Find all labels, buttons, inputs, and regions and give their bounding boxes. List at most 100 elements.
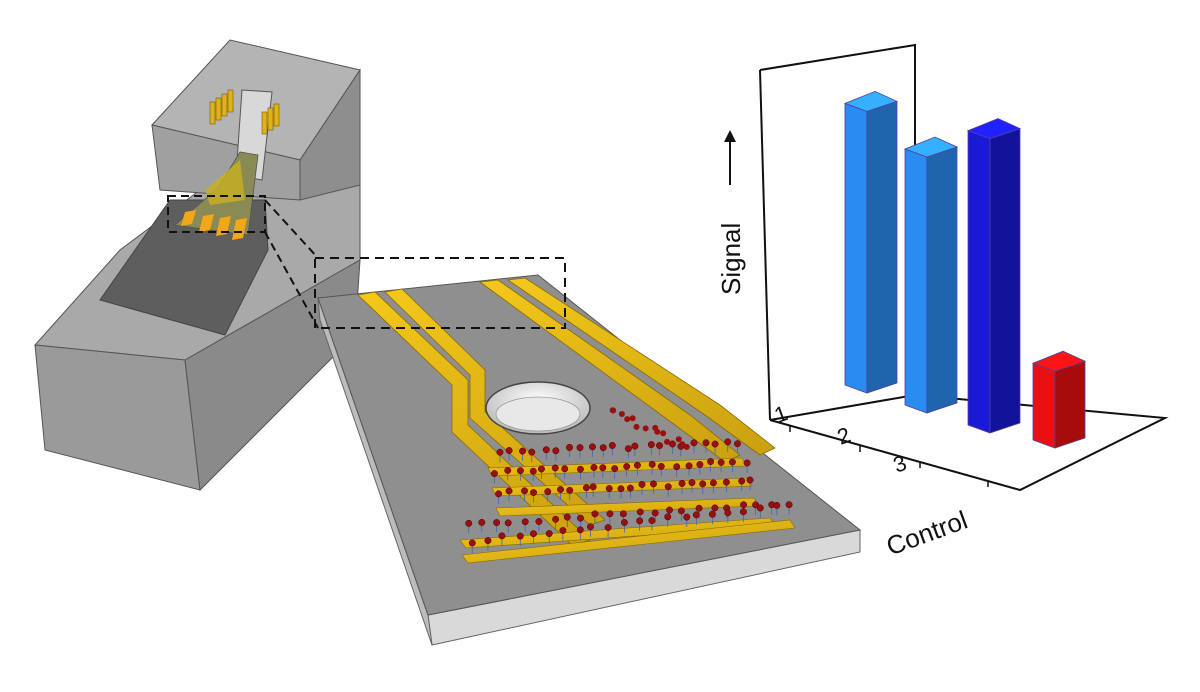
molecule — [636, 517, 644, 531]
bar-front-face — [1032, 362, 1056, 449]
molecule — [664, 513, 672, 527]
zoom-box-small — [167, 195, 266, 233]
molecule — [683, 443, 690, 450]
molecule — [519, 447, 526, 462]
molecule — [707, 458, 715, 472]
molecule — [660, 430, 667, 437]
molecule — [650, 480, 657, 494]
molecule — [529, 467, 537, 482]
bar-side-face — [989, 128, 1021, 434]
molecule — [626, 484, 634, 499]
molecule — [624, 445, 632, 459]
bar-front-face — [967, 130, 991, 434]
bar-front-face — [904, 148, 928, 414]
molecule — [717, 458, 725, 473]
molecule — [629, 415, 636, 422]
molecule — [521, 487, 528, 501]
molecule — [604, 524, 612, 538]
molecule — [542, 446, 550, 460]
sensor-chip — [314, 257, 862, 646]
molecule — [566, 443, 573, 458]
category-label-2: 2 — [834, 422, 854, 450]
molecule — [696, 461, 704, 475]
molecule — [738, 477, 746, 492]
molecule — [493, 519, 501, 533]
molecule — [590, 464, 598, 478]
bar-side-face — [866, 100, 898, 394]
molecule — [743, 459, 751, 473]
molecule — [599, 464, 607, 478]
housing-upper-side — [299, 68, 361, 201]
bar-top-face — [903, 136, 959, 158]
category-label-3: 3 — [890, 450, 910, 478]
molecule — [678, 479, 686, 494]
zoom-box-large — [314, 257, 566, 329]
molecule — [711, 440, 719, 455]
molecule — [468, 539, 476, 553]
bar-1 — [843, 90, 899, 394]
category-label-control: Control — [882, 505, 971, 562]
molecule — [490, 470, 498, 484]
molecule — [605, 485, 613, 499]
bar-2 — [903, 136, 959, 414]
bar-top-face — [1031, 350, 1087, 372]
molecule — [498, 532, 506, 546]
molecule — [561, 465, 569, 479]
bar-side-face — [926, 146, 958, 414]
chart-bars — [843, 90, 1087, 449]
molecule — [576, 465, 584, 480]
molecule — [699, 480, 707, 494]
zoom-connector-lines — [264, 199, 319, 329]
molecule — [648, 460, 656, 475]
bar-top-face — [843, 90, 899, 112]
molecule — [516, 467, 524, 481]
molecule — [768, 501, 776, 515]
molecule — [673, 463, 681, 477]
molecule — [647, 441, 655, 455]
molecule — [620, 519, 628, 533]
molecule — [675, 436, 682, 443]
molecule — [496, 448, 504, 463]
molecule — [611, 465, 619, 479]
molecule — [589, 443, 596, 457]
molecule — [530, 530, 537, 544]
molecule — [545, 530, 553, 544]
molecule — [617, 485, 625, 499]
molecule — [654, 428, 661, 435]
molecule — [708, 510, 716, 525]
molecule — [677, 507, 685, 521]
molecule — [618, 411, 625, 418]
molecule — [633, 461, 641, 476]
molecule — [623, 463, 631, 477]
molecule — [728, 458, 736, 473]
y-axis-arrow-icon — [724, 130, 736, 185]
chart-y-axis — [759, 69, 771, 421]
molecule — [563, 513, 571, 528]
molecule — [685, 462, 693, 476]
molecule — [664, 438, 671, 445]
molecule — [785, 501, 793, 515]
molecule — [608, 441, 616, 456]
molecule — [638, 480, 646, 495]
bar-3 — [966, 118, 1022, 434]
molecule — [651, 509, 659, 524]
molecule — [552, 515, 560, 530]
molecule — [505, 487, 513, 501]
bar-front-face — [844, 102, 868, 394]
molecule — [722, 478, 730, 493]
molecule — [702, 439, 710, 453]
molecule — [773, 501, 781, 516]
molecule — [679, 441, 686, 448]
molecule — [746, 476, 754, 491]
molecule — [609, 407, 616, 414]
molecule — [664, 483, 672, 497]
molecule — [683, 513, 691, 528]
category-label-1: 1 — [771, 400, 791, 428]
molecule — [559, 527, 567, 541]
molecule — [557, 486, 564, 500]
molecule — [599, 444, 607, 458]
molecule — [591, 510, 599, 524]
molecule — [495, 490, 503, 504]
molecule — [724, 438, 732, 452]
molecule — [582, 484, 590, 498]
